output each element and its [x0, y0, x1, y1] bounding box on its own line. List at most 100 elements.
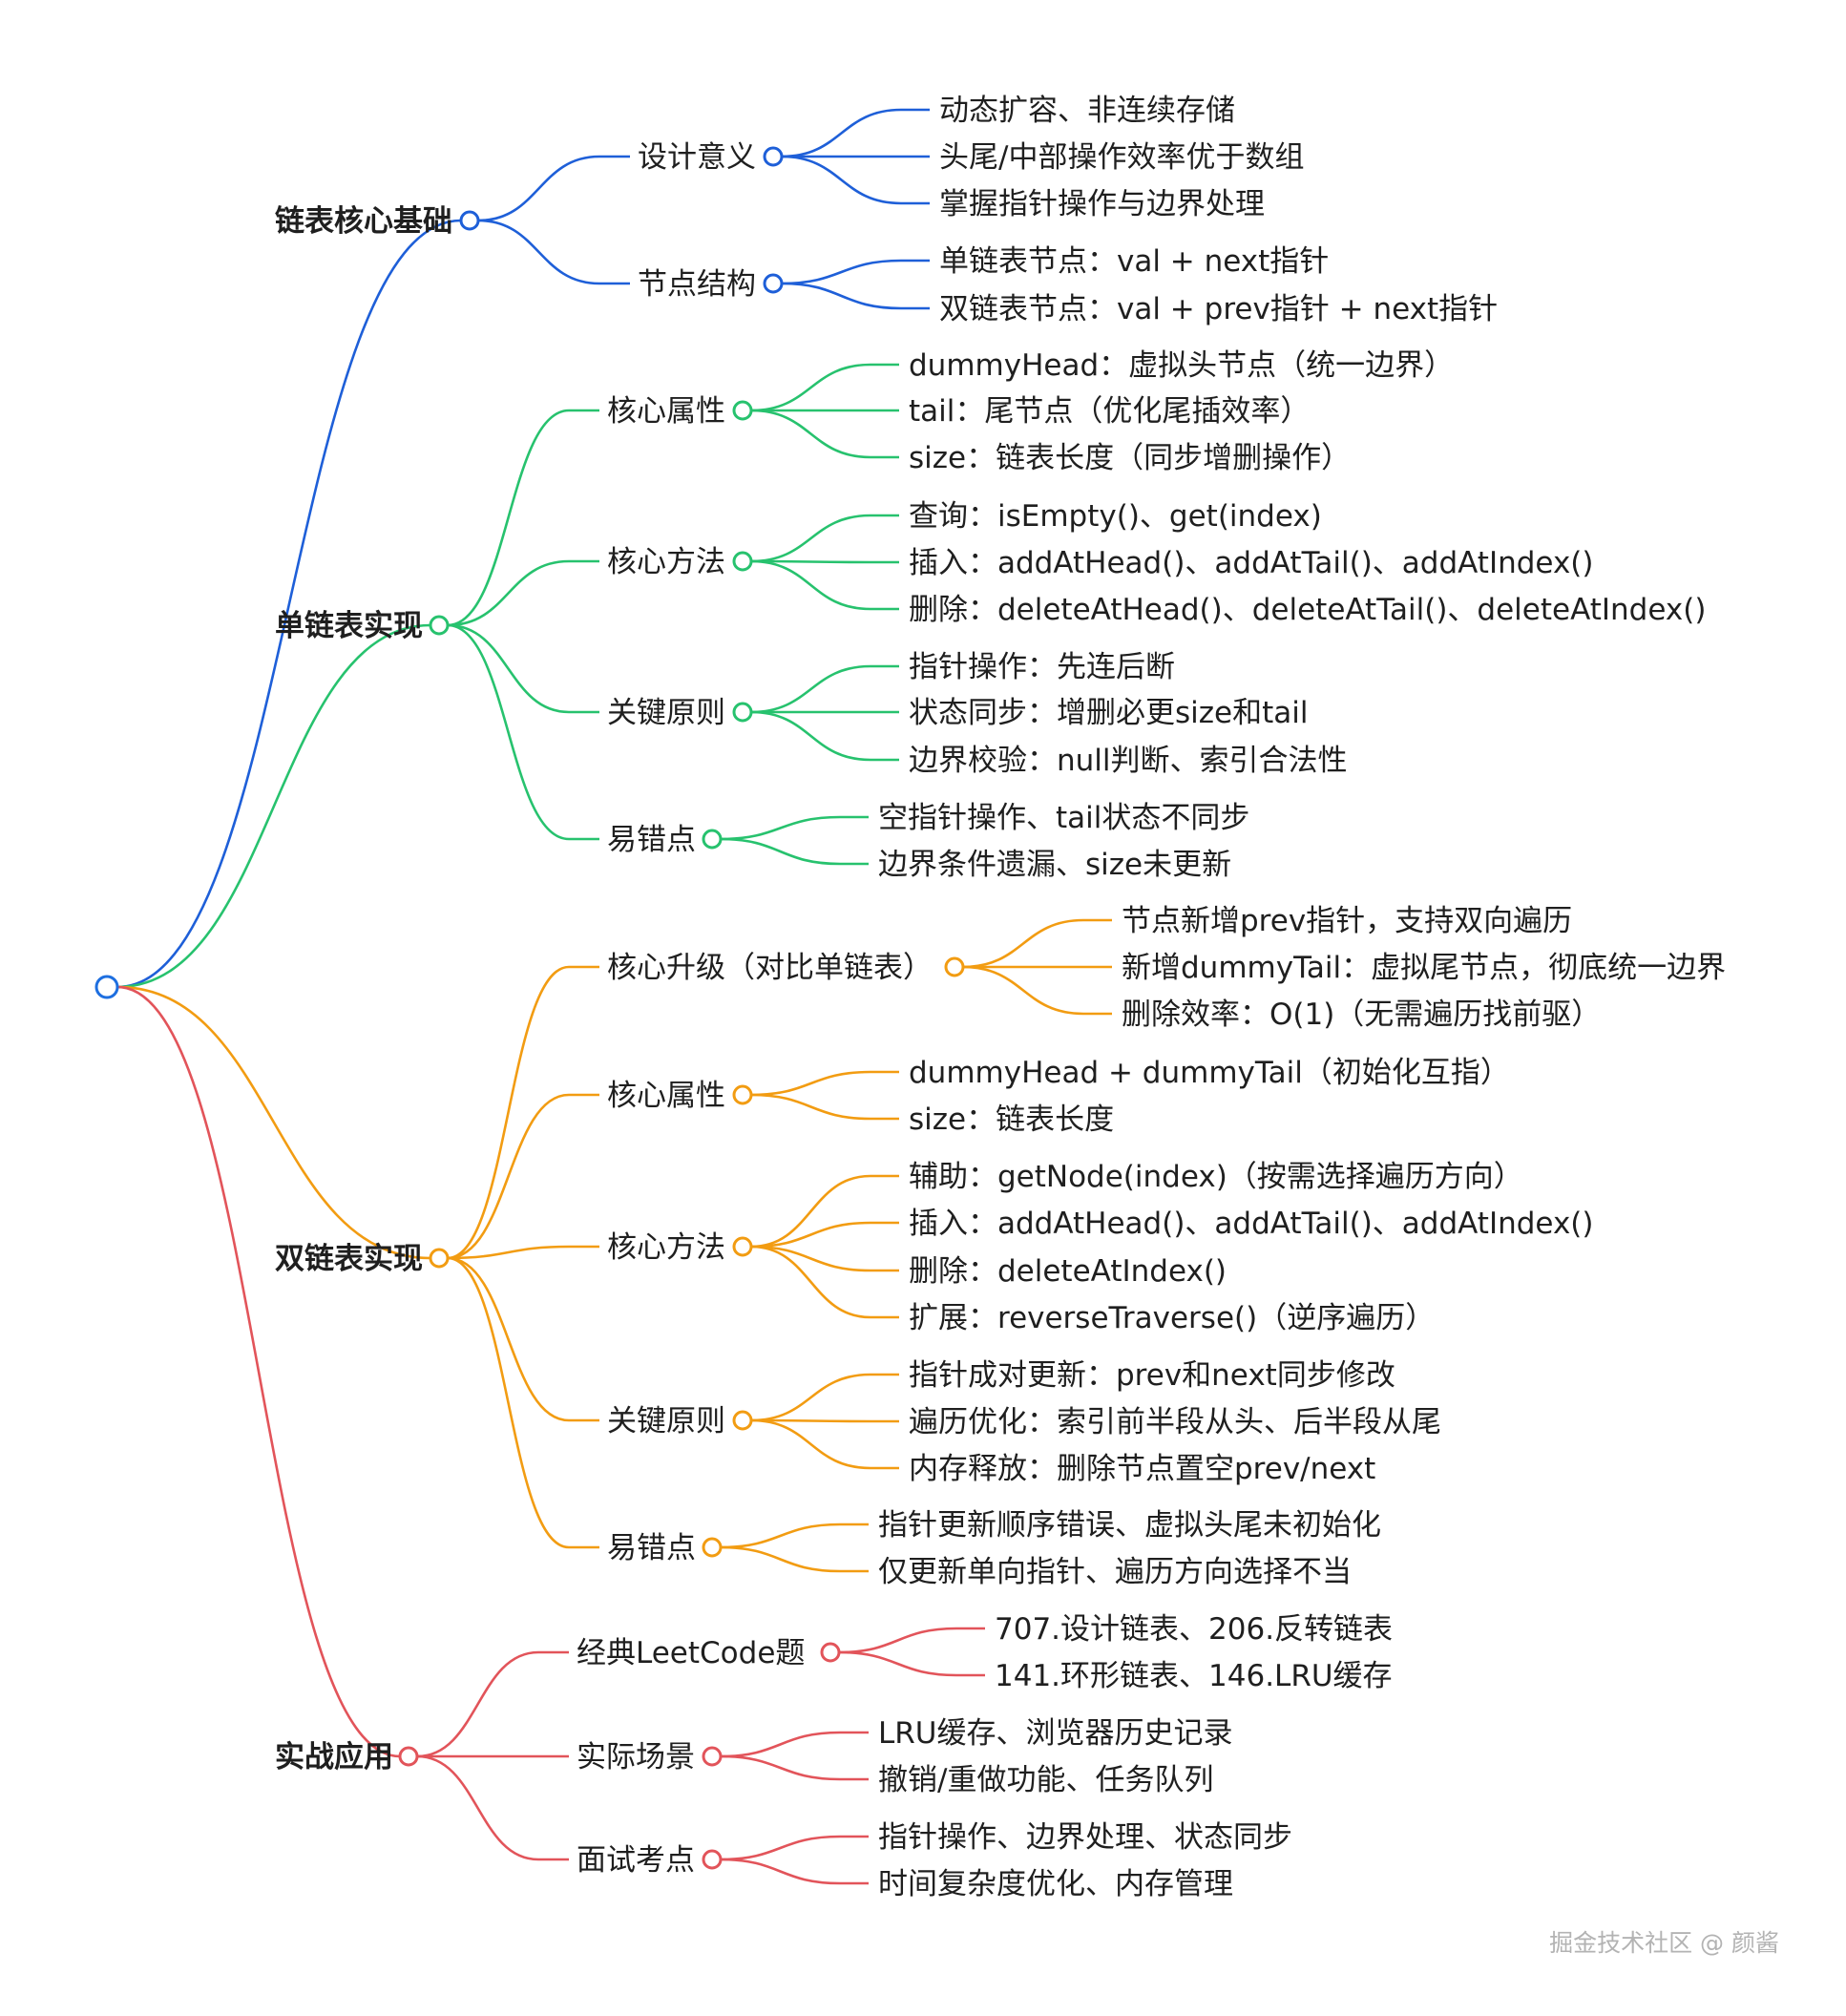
group-label[interactable]: 经典LeetCode题: [577, 1636, 805, 1670]
branch-connector: [116, 985, 431, 1260]
branch-node[interactable]: [459, 210, 480, 231]
leaf-connector: [750, 559, 871, 611]
group-label[interactable]: 核心属性: [607, 394, 725, 429]
leaf-connector: [750, 409, 871, 459]
branch-connector: [116, 985, 401, 1758]
leaf-label: LRU缓存、浏览器历史记录: [878, 1716, 1233, 1751]
group-node[interactable]: [763, 146, 784, 167]
leaf-connector: [750, 710, 871, 762]
leaf-connector: [962, 965, 1084, 1016]
leaf-label: 头尾/中部操作效率优于数组: [939, 140, 1304, 175]
group-label[interactable]: 关键原则: [607, 1404, 725, 1438]
group-label[interactable]: 核心属性: [607, 1079, 725, 1113]
leaf-label: 边界校验：null判断、索引合法性: [909, 744, 1348, 778]
leaf-label: 撤销/重做功能、任务队列: [878, 1763, 1213, 1797]
group-node[interactable]: [702, 1537, 723, 1558]
leaf-label: 新增dummyTail：虚拟尾节点，彻底统一边界: [1122, 951, 1726, 985]
branch-label[interactable]: 链表核心基础: [275, 204, 452, 239]
branch-connector: [116, 219, 462, 989]
leaf-connector: [781, 108, 902, 158]
leaf-connector: [781, 259, 902, 285]
leaf-label: 时间复杂度优化、内存管理: [878, 1867, 1233, 1901]
group-connector: [477, 219, 600, 285]
branch-node[interactable]: [398, 1746, 419, 1767]
group-label[interactable]: 实际场景: [577, 1740, 695, 1774]
leaf-connector: [750, 1418, 871, 1423]
leaf-label: 指针更新顺序错误、虚拟头尾未初始化: [878, 1508, 1381, 1543]
leaf-connector: [750, 1221, 871, 1249]
leaf-label: 节点新增prev指针，支持双向遍历: [1122, 904, 1572, 938]
leaf-label: 插入：addAtHead()、addAtTail()、addAtIndex(): [909, 546, 1594, 580]
group-node[interactable]: [732, 1236, 753, 1257]
leaf-label: 指针操作、边界处理、状态同步: [878, 1820, 1292, 1855]
group-connector: [416, 1754, 539, 1861]
branch-label[interactable]: 双链表实现: [275, 1242, 423, 1276]
group-node[interactable]: [732, 551, 753, 572]
leaf-label: 删除：deleteAtHead()、deleteAtTail()、deleteA…: [909, 593, 1706, 627]
leaf-label: 指针成对更新：prev和next同步修改: [909, 1358, 1395, 1393]
group-label[interactable]: 核心方法: [607, 1230, 725, 1265]
leaf-connector: [720, 1858, 841, 1885]
leaf-label: 扩展：reverseTraverse()（逆序遍历）: [909, 1301, 1435, 1335]
leaf-label: 状态同步：增删必更size和tail: [909, 696, 1308, 730]
group-label[interactable]: 面试考点: [577, 1843, 695, 1878]
leaf-label: 双链表节点：val + prev指针 + next指针: [939, 292, 1498, 326]
leaf-connector: [750, 514, 871, 563]
group-connector: [447, 965, 570, 1260]
group-node[interactable]: [732, 1084, 753, 1105]
group-label[interactable]: 节点结构: [638, 267, 756, 302]
group-connector: [447, 623, 570, 714]
leaf-label: 141.环形链表、146.LRU缓存: [995, 1659, 1393, 1693]
group-label[interactable]: 核心方法: [607, 545, 725, 579]
leaf-connector: [720, 815, 841, 841]
group-connector: [416, 1650, 539, 1758]
leaf-connector: [750, 363, 871, 412]
leaf-label: 边界条件遗漏、size未更新: [878, 848, 1231, 882]
leaf-connector: [750, 1093, 871, 1121]
group-label[interactable]: 易错点: [607, 823, 696, 857]
group-connector: [447, 623, 570, 841]
group-node[interactable]: [820, 1642, 841, 1663]
leaf-label: 查询：isEmpty()、get(index): [909, 499, 1322, 534]
leaf-connector: [750, 1245, 871, 1319]
connector-layer: [116, 108, 1112, 1885]
leaf-label: 掌握指针操作与边界处理: [939, 187, 1265, 221]
leaf-label: 删除：deleteAtIndex(): [909, 1254, 1227, 1289]
group-label[interactable]: 设计意义: [638, 140, 756, 175]
group-node[interactable]: [763, 273, 784, 294]
group-node[interactable]: [702, 829, 723, 850]
group-node[interactable]: [702, 1746, 723, 1767]
group-node[interactable]: [732, 1410, 753, 1431]
leaf-label: 插入：addAtHead()、addAtTail()、addAtIndex(): [909, 1207, 1594, 1241]
branch-label[interactable]: 单链表实现: [275, 609, 423, 643]
group-connector: [447, 1245, 570, 1260]
root-node[interactable]: [94, 975, 119, 999]
leaf-label: 动态扩容、非连续存储: [939, 94, 1235, 128]
leaf-label: 单链表节点：val + next指针: [939, 244, 1329, 279]
group-node[interactable]: [732, 702, 753, 723]
leaf-label: 空指针操作、tail状态不同步: [878, 801, 1249, 835]
leaf-connector: [750, 1373, 871, 1422]
branch-node[interactable]: [429, 615, 450, 636]
leaf-label: tail：尾节点（优化尾插效率）: [909, 394, 1310, 429]
group-node[interactable]: [732, 400, 753, 421]
branch-node[interactable]: [429, 1248, 450, 1269]
group-connector: [447, 559, 570, 627]
group-connector: [477, 155, 600, 222]
leaf-connector: [962, 918, 1084, 969]
leaf-label: 仅更新单向指针、遍历方向选择不当: [878, 1555, 1352, 1589]
leaf-connector: [720, 1731, 841, 1758]
leaf-label: 遍历优化：索引前半段从头、后半段从尾: [909, 1405, 1441, 1439]
group-label[interactable]: 易错点: [607, 1531, 696, 1565]
branch-label[interactable]: 实战应用: [275, 1740, 393, 1774]
leaf-connector: [781, 282, 902, 310]
leaf-label: dummyHead + dummyTail（初始化互指）: [909, 1056, 1510, 1090]
leaf-label: 707.设计链表、206.反转链表: [995, 1612, 1393, 1647]
group-node[interactable]: [944, 956, 965, 977]
group-label[interactable]: 核心升级（对比单链表）: [607, 951, 933, 985]
leaf-label: 指针操作：先连后断: [909, 650, 1175, 684]
group-node[interactable]: [702, 1849, 723, 1870]
group-label[interactable]: 关键原则: [607, 696, 725, 730]
leaf-label: 内存释放：删除节点置空prev/next: [909, 1452, 1375, 1486]
